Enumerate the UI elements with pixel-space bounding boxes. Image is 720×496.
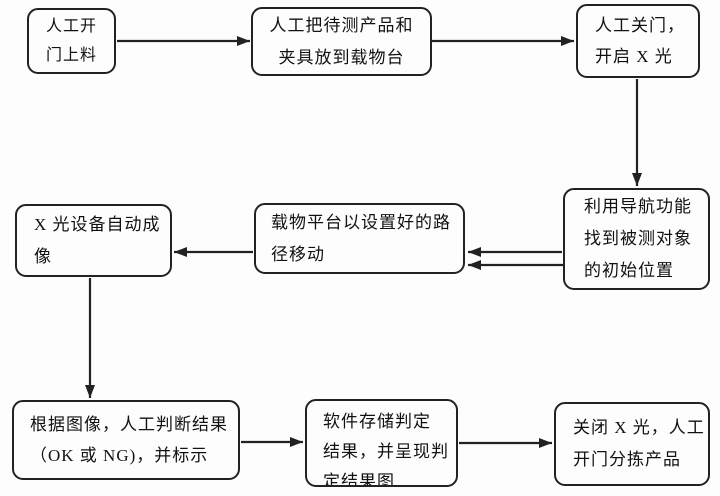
node-sort-product-label: 关闭 X 光，人工 开门分拣产品 [573, 418, 705, 469]
node-platform-move-label: 载物平台以设置好的路 径移动 [271, 212, 451, 264]
node-close-door: 人工关门， 开启 X 光 [576, 4, 700, 78]
node-navigate-label: 利用导航功能 找到被测对象 的初始位置 [584, 197, 692, 280]
node-place-product-label: 人工把待测产品和 夹具放到载物台 [269, 15, 414, 67]
node-platform-move: 载物平台以设置好的路 径移动 [254, 203, 465, 274]
node-manual-judge: 根据图像，人工判断结果 （OK 或 NG)，并标示 [12, 400, 240, 480]
node-store-result-label: 软件存储判定 结果，并呈现判 定结果图 [323, 412, 449, 487]
node-close-door-label: 人工关门， 开启 X 光 [595, 16, 685, 66]
node-manual-judge-label: 根据图像，人工判断结果 （OK 或 NG)，并标示 [30, 415, 228, 465]
node-store-result: 软件存储判定 结果，并呈现判 定结果图 [305, 399, 458, 487]
node-navigate: 利用导航功能 找到被测对象 的初始位置 [563, 188, 710, 290]
node-manual-load: 人工开 门上料 [27, 8, 116, 74]
node-auto-imaging-label: X 光设备自动成 像 [34, 214, 161, 266]
node-sort-product: 关闭 X 光，人工 开门分拣产品 [554, 402, 710, 486]
node-manual-load-label: 人工开 门上料 [45, 18, 97, 64]
node-place-product: 人工把待测产品和 夹具放到载物台 [251, 7, 432, 76]
node-auto-imaging: X 光设备自动成 像 [15, 204, 172, 277]
